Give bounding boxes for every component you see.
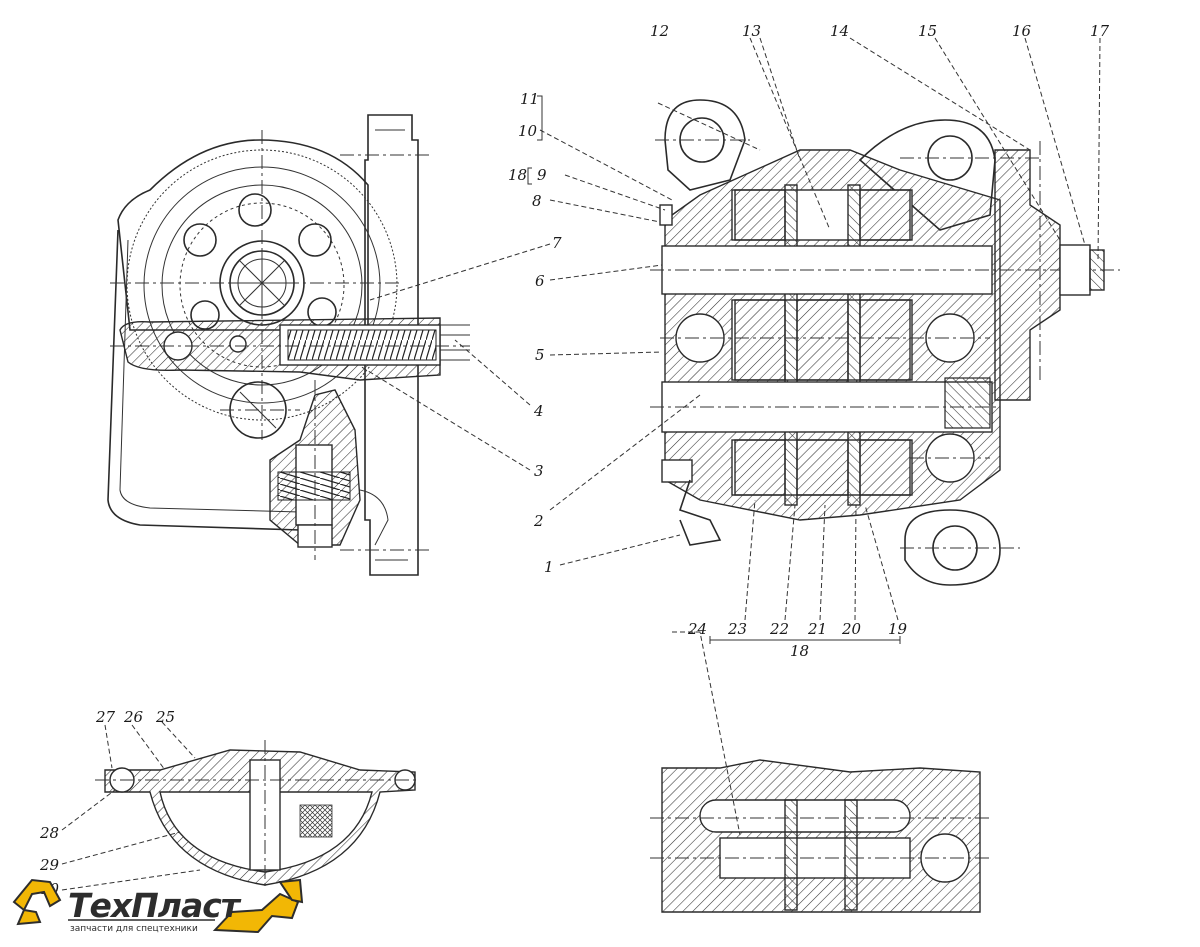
filter-view: [95, 740, 420, 890]
label-12: 12: [650, 22, 669, 40]
label-23: 23: [727, 620, 747, 638]
section-view: [650, 759, 990, 913]
label-19: 19: [888, 620, 908, 638]
label-15: 15: [918, 22, 937, 40]
label-25: 25: [155, 708, 175, 726]
label-14: 14: [830, 22, 849, 40]
part-labels: 12 13 14 15 16 17 11 10 18 9 8 7 6 5 4 3…: [39, 22, 1110, 898]
label-3: 3: [534, 462, 544, 480]
logo-name: ТехПласт: [68, 886, 240, 925]
label-28: 28: [39, 824, 59, 842]
label-22: 22: [769, 620, 789, 638]
label-7: 7: [552, 234, 562, 252]
label-2: 2: [533, 512, 544, 530]
label-21: 21: [807, 620, 827, 638]
label-16: 16: [1012, 22, 1032, 40]
leader-lines: [61, 37, 1101, 891]
main-section: [650, 99, 1120, 586]
label-18-bracket: 18: [508, 166, 527, 184]
label-17: 17: [1090, 22, 1110, 40]
label-6: 6: [535, 272, 545, 290]
label-27: 27: [95, 708, 116, 726]
label-18: 18: [790, 642, 809, 660]
label-8: 8: [532, 192, 542, 210]
label-1: 1: [544, 558, 554, 576]
label-11: 11: [520, 90, 539, 108]
label-26: 26: [123, 708, 144, 726]
logo-tagline: запчасти для спецтехники: [70, 924, 198, 934]
excavator-icon: [12, 878, 304, 934]
label-9: 9: [537, 166, 547, 184]
label-5: 5: [535, 346, 545, 364]
label-29: 29: [39, 856, 60, 874]
label-10: 10: [518, 122, 538, 140]
label-20: 20: [841, 620, 862, 638]
label-13: 13: [742, 22, 761, 40]
side-view: [107, 114, 470, 576]
techplast-logo: ТехПласт запчасти для спецтехники: [10, 872, 310, 942]
label-4: 4: [533, 402, 544, 420]
label-24: 24: [687, 620, 707, 638]
